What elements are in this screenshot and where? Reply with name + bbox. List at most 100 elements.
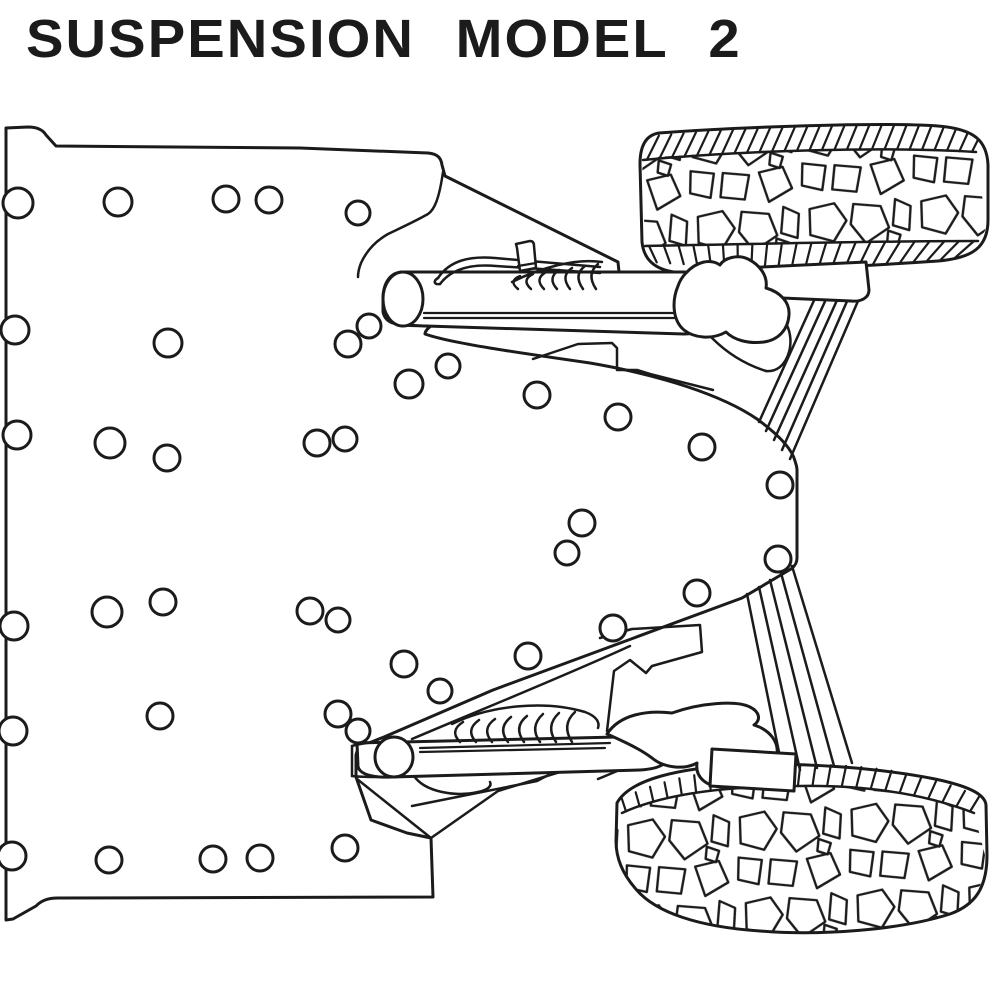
- upper-mount-bushing: [381, 270, 425, 328]
- bolt-hole: [302, 428, 332, 458]
- lower-mount-bushing: [373, 735, 415, 779]
- lower-cv-boot: [450, 704, 600, 744]
- upper-control-arm: [381, 239, 871, 392]
- rim-segment-line: [745, 127, 760, 154]
- bolt-hole: [522, 380, 552, 410]
- rim-segment-line: [645, 134, 661, 161]
- rim-segment-line: [912, 775, 923, 797]
- bolt-hole: [603, 402, 633, 432]
- lower-tire-tread: [617, 785, 985, 932]
- rim-segment-line: [831, 241, 843, 267]
- upper-knuckle: [672, 255, 791, 344]
- bolt-hole: [434, 352, 462, 380]
- lower-tire: [614, 762, 989, 935]
- bolt-hole: [295, 596, 325, 626]
- rim-segment-line: [945, 127, 958, 152]
- rim-segment-line: [884, 769, 893, 792]
- rim-segment-line: [870, 123, 884, 151]
- upper-arm-tab-base: [516, 261, 538, 268]
- bolt-hole: [682, 578, 712, 608]
- bolt-hole: [0, 314, 31, 346]
- bolt-hole: [211, 184, 241, 214]
- rim-segment-line: [720, 128, 735, 156]
- bolt-hole: [389, 649, 419, 679]
- rim-segment-line: [677, 244, 685, 266]
- bolt-hole: [152, 443, 182, 473]
- rim-segment-line: [634, 791, 641, 808]
- bolt-hole: [426, 677, 454, 705]
- bolt-hole: [148, 587, 178, 617]
- bolt-hole: [1, 186, 35, 220]
- rim-segment-line: [777, 242, 784, 268]
- rim-segment-line: [941, 784, 952, 804]
- bushing-arc: [412, 774, 492, 796]
- rim-segment-line: [899, 240, 917, 264]
- rim-segment-line: [662, 244, 672, 265]
- bolt-hole: [90, 595, 124, 629]
- bolt-hole: [254, 185, 284, 215]
- bolt-hole: [355, 312, 383, 340]
- bolt-hole: [513, 641, 543, 671]
- rim-segment-line: [872, 240, 887, 265]
- rim-segment-line: [953, 239, 976, 260]
- rim-segment-line: [733, 127, 747, 155]
- bolt-hole: [145, 701, 175, 731]
- rim-segment-line: [817, 241, 828, 267]
- bolt-hole: [598, 613, 628, 643]
- upper-knuckle-bracket: [531, 341, 715, 392]
- rim-segment-line: [693, 774, 698, 794]
- rim-segment-line: [708, 129, 722, 156]
- rim-segment-line: [763, 242, 769, 268]
- rim-segment-line: [783, 125, 797, 153]
- page-title: SUSPENSION MODEL 2: [26, 9, 742, 69]
- bolt-hole: [330, 833, 360, 863]
- rim-segment-line: [858, 240, 872, 266]
- bolt-hole: [0, 610, 30, 642]
- upper-tire-top-ribs: [645, 123, 980, 161]
- bolt-hole: [323, 699, 353, 729]
- rim-segment-line: [968, 795, 981, 813]
- rim-segment-line: [908, 123, 921, 151]
- rim-segment-line: [833, 123, 846, 151]
- rim-segment-line: [858, 123, 871, 151]
- rim-segment-line: [620, 797, 628, 813]
- sway-tube-inner: [438, 264, 602, 286]
- bolt-hole: [0, 715, 29, 747]
- bolt-hole: [331, 425, 359, 453]
- upper-cv-boot: [510, 259, 604, 291]
- bolt-hole: [1, 419, 33, 451]
- rim-segment-line: [926, 240, 946, 262]
- lower-hub-plate: [708, 747, 798, 793]
- rim-segment-line: [845, 241, 857, 267]
- rim-segment-line: [939, 239, 961, 261]
- sway-tube-end: [433, 276, 442, 286]
- rim-segment-line: [820, 124, 834, 152]
- bolt-hole: [765, 470, 795, 500]
- bolt-holes: [0, 184, 795, 875]
- bolt-hole: [93, 426, 127, 460]
- bolt-hole: [0, 840, 28, 872]
- rim-segment-line: [895, 123, 908, 151]
- rim-segment-line: [955, 789, 967, 808]
- bolt-hole: [102, 186, 134, 218]
- bolt-hole: [152, 327, 184, 359]
- rim-segment-line: [790, 242, 798, 268]
- bolt-hole: [567, 508, 597, 538]
- rim-segment-line: [927, 779, 938, 800]
- lower-barrel-line-1: [418, 741, 612, 750]
- lower-barrel-line-2: [418, 746, 607, 754]
- rim-segment-line: [883, 123, 896, 151]
- lower-mount-bottom: [350, 774, 382, 779]
- rim-segment-line: [840, 764, 848, 788]
- rim-segment-line: [811, 763, 817, 788]
- bolt-hole: [763, 544, 793, 574]
- rim-segment-line: [855, 765, 863, 789]
- sway-tube-outer: [436, 256, 602, 280]
- upper-tire: [638, 123, 990, 275]
- upper-tire-tread: [642, 149, 986, 247]
- flap-crease: [355, 777, 433, 840]
- rim-segment-line: [678, 777, 683, 797]
- rim-segment-line: [795, 124, 809, 152]
- lower-knuckle-bracket: [598, 623, 704, 733]
- rim-segment-line: [758, 126, 772, 154]
